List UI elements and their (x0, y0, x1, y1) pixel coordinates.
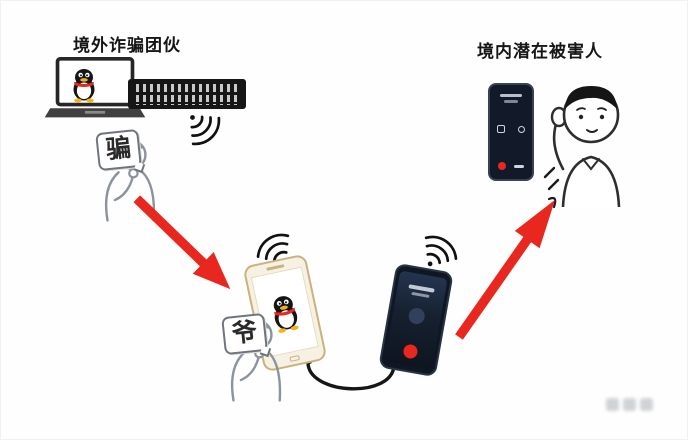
gold-phone-icon (242, 253, 328, 373)
call-phone-icon (378, 262, 454, 378)
wifi-signal-icon (172, 97, 230, 155)
call-screen (384, 270, 448, 370)
incoming-call-text (500, 94, 522, 97)
watermark-glyph (623, 398, 636, 411)
phone-home-button (289, 354, 301, 362)
hangup-button-icon (402, 343, 419, 360)
phone-screen (250, 266, 319, 358)
message-icon (497, 125, 505, 133)
relay-speech-text: 爷 (230, 317, 259, 349)
scam-group-title: 境外诈骗团伙 (73, 36, 181, 55)
victims-title: 境内潜在被害人 (477, 42, 603, 61)
gateway-device-icon (127, 73, 247, 120)
wifi-signal-icon (409, 225, 466, 282)
incoming-number-text (504, 100, 518, 103)
answer-slider-icon (514, 165, 524, 168)
flow-arrow-to-relay (121, 186, 243, 306)
victim-phone-icon (488, 83, 534, 181)
caller-avatar (407, 306, 426, 326)
qq-penguin-icon (273, 296, 299, 333)
scammer-speech-bubble: 骗 (95, 128, 146, 173)
watermark-glyph (606, 398, 619, 411)
decline-call-icon (498, 162, 506, 170)
watermark-glyph (640, 398, 653, 411)
watermark (606, 398, 653, 411)
contact-icon (518, 126, 525, 133)
victim-figure (539, 73, 639, 214)
scammer-speech-text: 骗 (104, 133, 133, 165)
caller-number-text (411, 291, 430, 298)
relay-speech-bubble: 爷 (221, 312, 272, 357)
flow-arrow-to-victim (445, 188, 574, 350)
qq-penguin-icon (69, 65, 99, 108)
